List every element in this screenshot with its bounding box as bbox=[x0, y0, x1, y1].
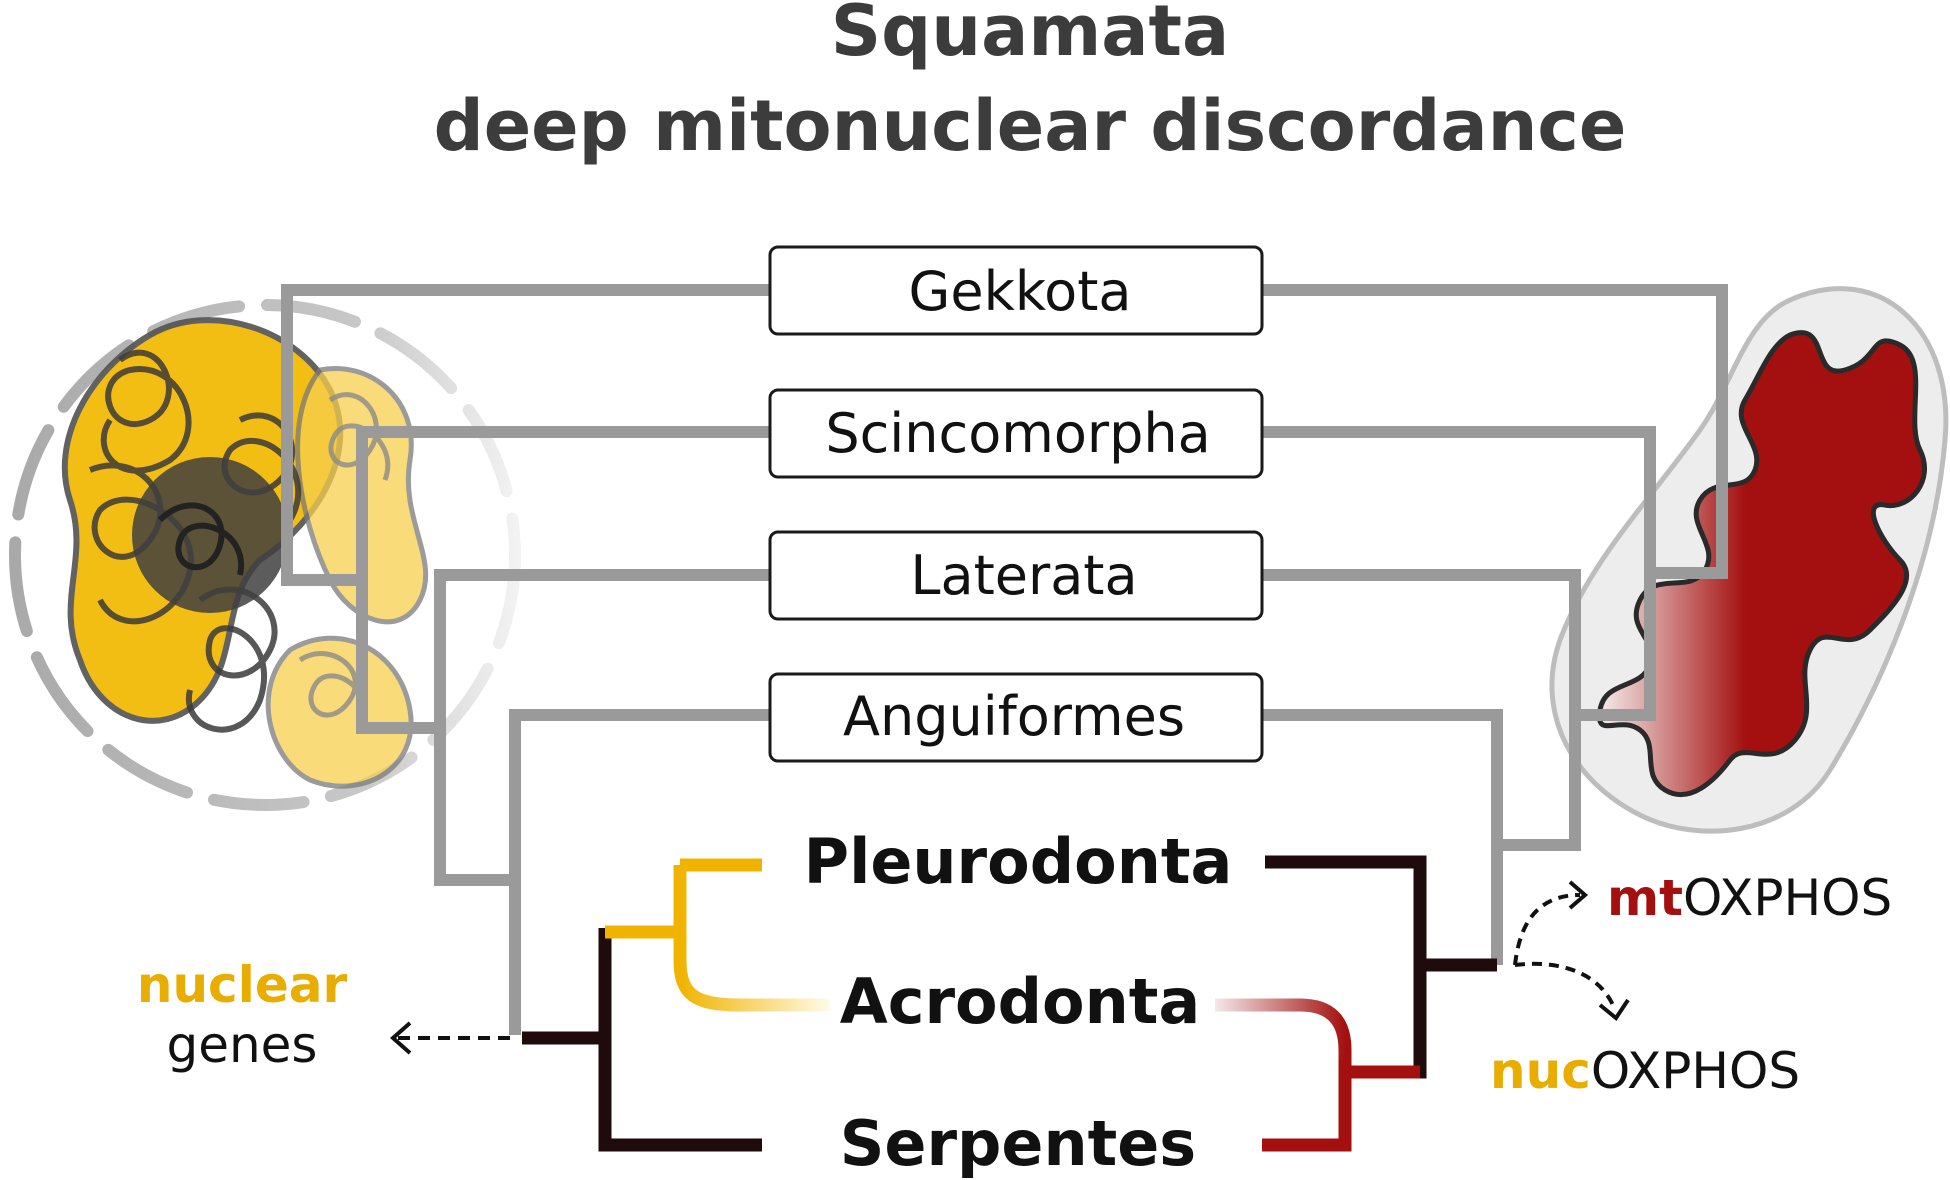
mt-oxphos-label: mtOXPHOS bbox=[1607, 869, 1892, 927]
mito-tree-gray bbox=[1262, 284, 1728, 965]
nuclear-tree-gray bbox=[281, 284, 770, 1035]
taxon-label-serpentes: Serpentes bbox=[840, 1107, 1196, 1180]
taxon-label-acrodonta: Acrodonta bbox=[840, 965, 1201, 1038]
nuc-oxphos-accent: nuc bbox=[1490, 1042, 1591, 1100]
taxon-box-anguiformes: Anguiformes bbox=[768, 672, 1264, 763]
taxon-box-gekkota: Gekkota bbox=[768, 245, 1264, 336]
taxon-box-scincomorpha: Scincomorpha bbox=[768, 388, 1264, 479]
taxon-label: Gekkota bbox=[909, 260, 1132, 323]
mt-oxphos-rest: OXPHOS bbox=[1683, 869, 1892, 927]
diagram-title-line1: Squamata bbox=[831, 0, 1229, 72]
nuc-oxphos-label: nucOXPHOS bbox=[1490, 1042, 1800, 1100]
oxphos-arrows bbox=[1513, 880, 1630, 1021]
mt-oxphos-accent: mt bbox=[1607, 869, 1683, 927]
diagram-title-line2: deep mitonuclear discordance bbox=[434, 85, 1627, 167]
mitochondrion-icon bbox=[1549, 286, 1949, 834]
taxon-box-laterata: Laterata bbox=[768, 530, 1264, 621]
nuclear-label-rest: genes bbox=[166, 1016, 317, 1074]
taxon-label-pleurodonta: Pleurodonta bbox=[804, 825, 1233, 898]
nuc-oxphos-rest: OXPHOS bbox=[1591, 1042, 1800, 1100]
taxon-label: Laterata bbox=[910, 544, 1137, 607]
mito-tree-colored bbox=[1215, 855, 1497, 1152]
nuclear-tree-colored bbox=[522, 858, 830, 1152]
taxon-label: Scincomorpha bbox=[825, 402, 1210, 465]
nuclear-genes-arrow bbox=[389, 1021, 510, 1055]
taxon-label: Anguiformes bbox=[843, 685, 1185, 748]
nuclear-label-accent: nuclear bbox=[137, 956, 348, 1014]
